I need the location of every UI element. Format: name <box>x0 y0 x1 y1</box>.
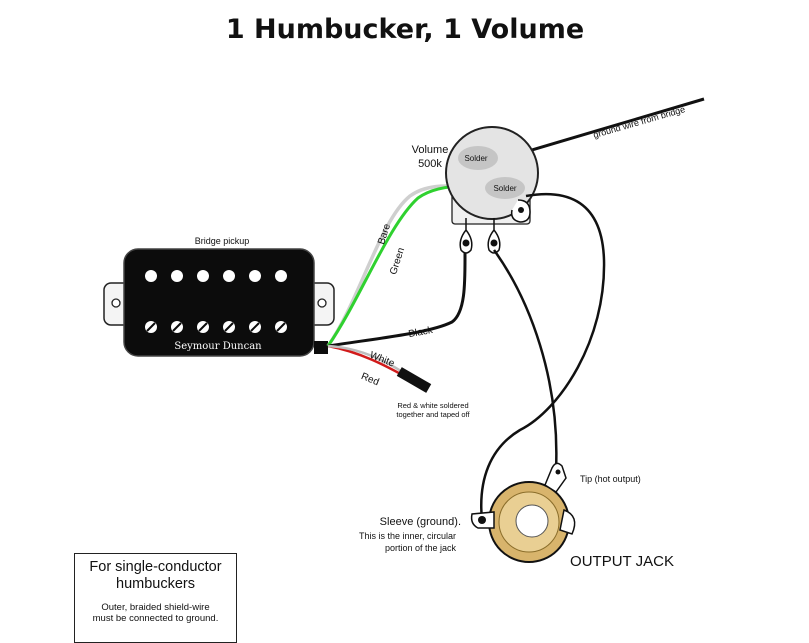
volume-pot: Solder Solder <box>445 126 539 254</box>
sleeve-label-line1: Sleeve (ground). <box>380 516 461 528</box>
jack-hole <box>515 504 549 538</box>
tape-wrap <box>396 367 432 393</box>
note-heading-line1: For single-conductor <box>89 559 222 575</box>
pole-piece-top-1 <box>145 270 157 282</box>
pole-piece-top-5 <box>249 270 261 282</box>
pole-piece-top-3 <box>197 270 209 282</box>
sleeve-label-line2: This is the inner, circular <box>359 531 456 541</box>
white-label: White <box>368 350 396 370</box>
red-label: Red <box>359 371 380 388</box>
jack-tip-spring <box>559 508 576 535</box>
red-white-note-line1: Red & white soldered <box>397 401 468 410</box>
pole-screw-slot-6 <box>276 322 286 332</box>
pole-piece-top-6 <box>275 270 287 282</box>
tip-label: Tip (hot output) <box>580 474 641 484</box>
ground-wire-label: ground wire from bridge <box>592 104 686 140</box>
jack-tip-lug <box>544 462 567 494</box>
note-heading: For single-conductor humbuckers <box>75 559 236 593</box>
jack-sleeve-hole <box>478 516 486 524</box>
green-wire <box>326 184 467 347</box>
pole-piece-top-2 <box>171 270 183 282</box>
note-body-line2: must be connected to ground. <box>92 613 219 624</box>
pot-lug-1-hole <box>462 239 470 247</box>
pot-lug-2-hole <box>490 239 498 247</box>
pole-screw-slot-3 <box>198 322 208 332</box>
single-conductor-note: For single-conductor humbuckers Outer, b… <box>74 553 237 643</box>
note-body: Outer, braided shield-wire must be conne… <box>75 602 236 624</box>
pole-screw-slot-4 <box>224 322 234 332</box>
pickup-lead-exit <box>314 341 328 354</box>
jack-tip-hole <box>555 469 561 475</box>
output-jack <box>470 462 576 563</box>
pot-lug-3-hole <box>518 207 524 213</box>
pole-piece-top-4 <box>223 270 235 282</box>
diagram-title: 1 Humbucker, 1 Volume <box>226 14 584 45</box>
pole-screw-slot-2 <box>172 322 182 332</box>
pole-screw-slot-1 <box>146 322 156 332</box>
wiring-diagram: 1 Humbucker, 1 Volume ground wire from b… <box>103 14 705 570</box>
note-body-line1: Outer, braided shield-wire <box>101 602 210 613</box>
pickup-body <box>123 248 315 357</box>
note-heading-line2: humbuckers <box>116 576 195 592</box>
red-white-note-line2: together and taped off <box>396 410 470 419</box>
pot-solder-spot-lug <box>485 177 525 199</box>
pole-pieces <box>145 270 287 333</box>
sleeve-label-line3: portion of the jack <box>385 543 457 553</box>
black-label: Black <box>408 325 435 340</box>
green-label: Green <box>388 246 407 276</box>
humbucker-pickup: Seymour Duncan <box>103 248 335 357</box>
solder-label-top: Solder <box>464 154 487 163</box>
hot-wire-to-tip <box>492 249 558 471</box>
jack-label: OUTPUT JACK <box>570 553 674 570</box>
solder-label-lug: Solder <box>493 184 516 193</box>
pot-value: 500k <box>418 158 442 170</box>
mounting-screw-left <box>111 298 121 308</box>
mounting-screw-right <box>317 298 327 308</box>
pole-screw-slot-5 <box>250 322 260 332</box>
pickup-brand: Seymour Duncan <box>174 341 262 352</box>
pot-solder-spot-top <box>458 146 498 170</box>
black-wire <box>327 249 467 348</box>
pot-name: Volume <box>412 144 449 156</box>
ground-wire-to-sleeve <box>480 192 606 521</box>
pickup-label: Bridge pickup <box>195 236 250 246</box>
